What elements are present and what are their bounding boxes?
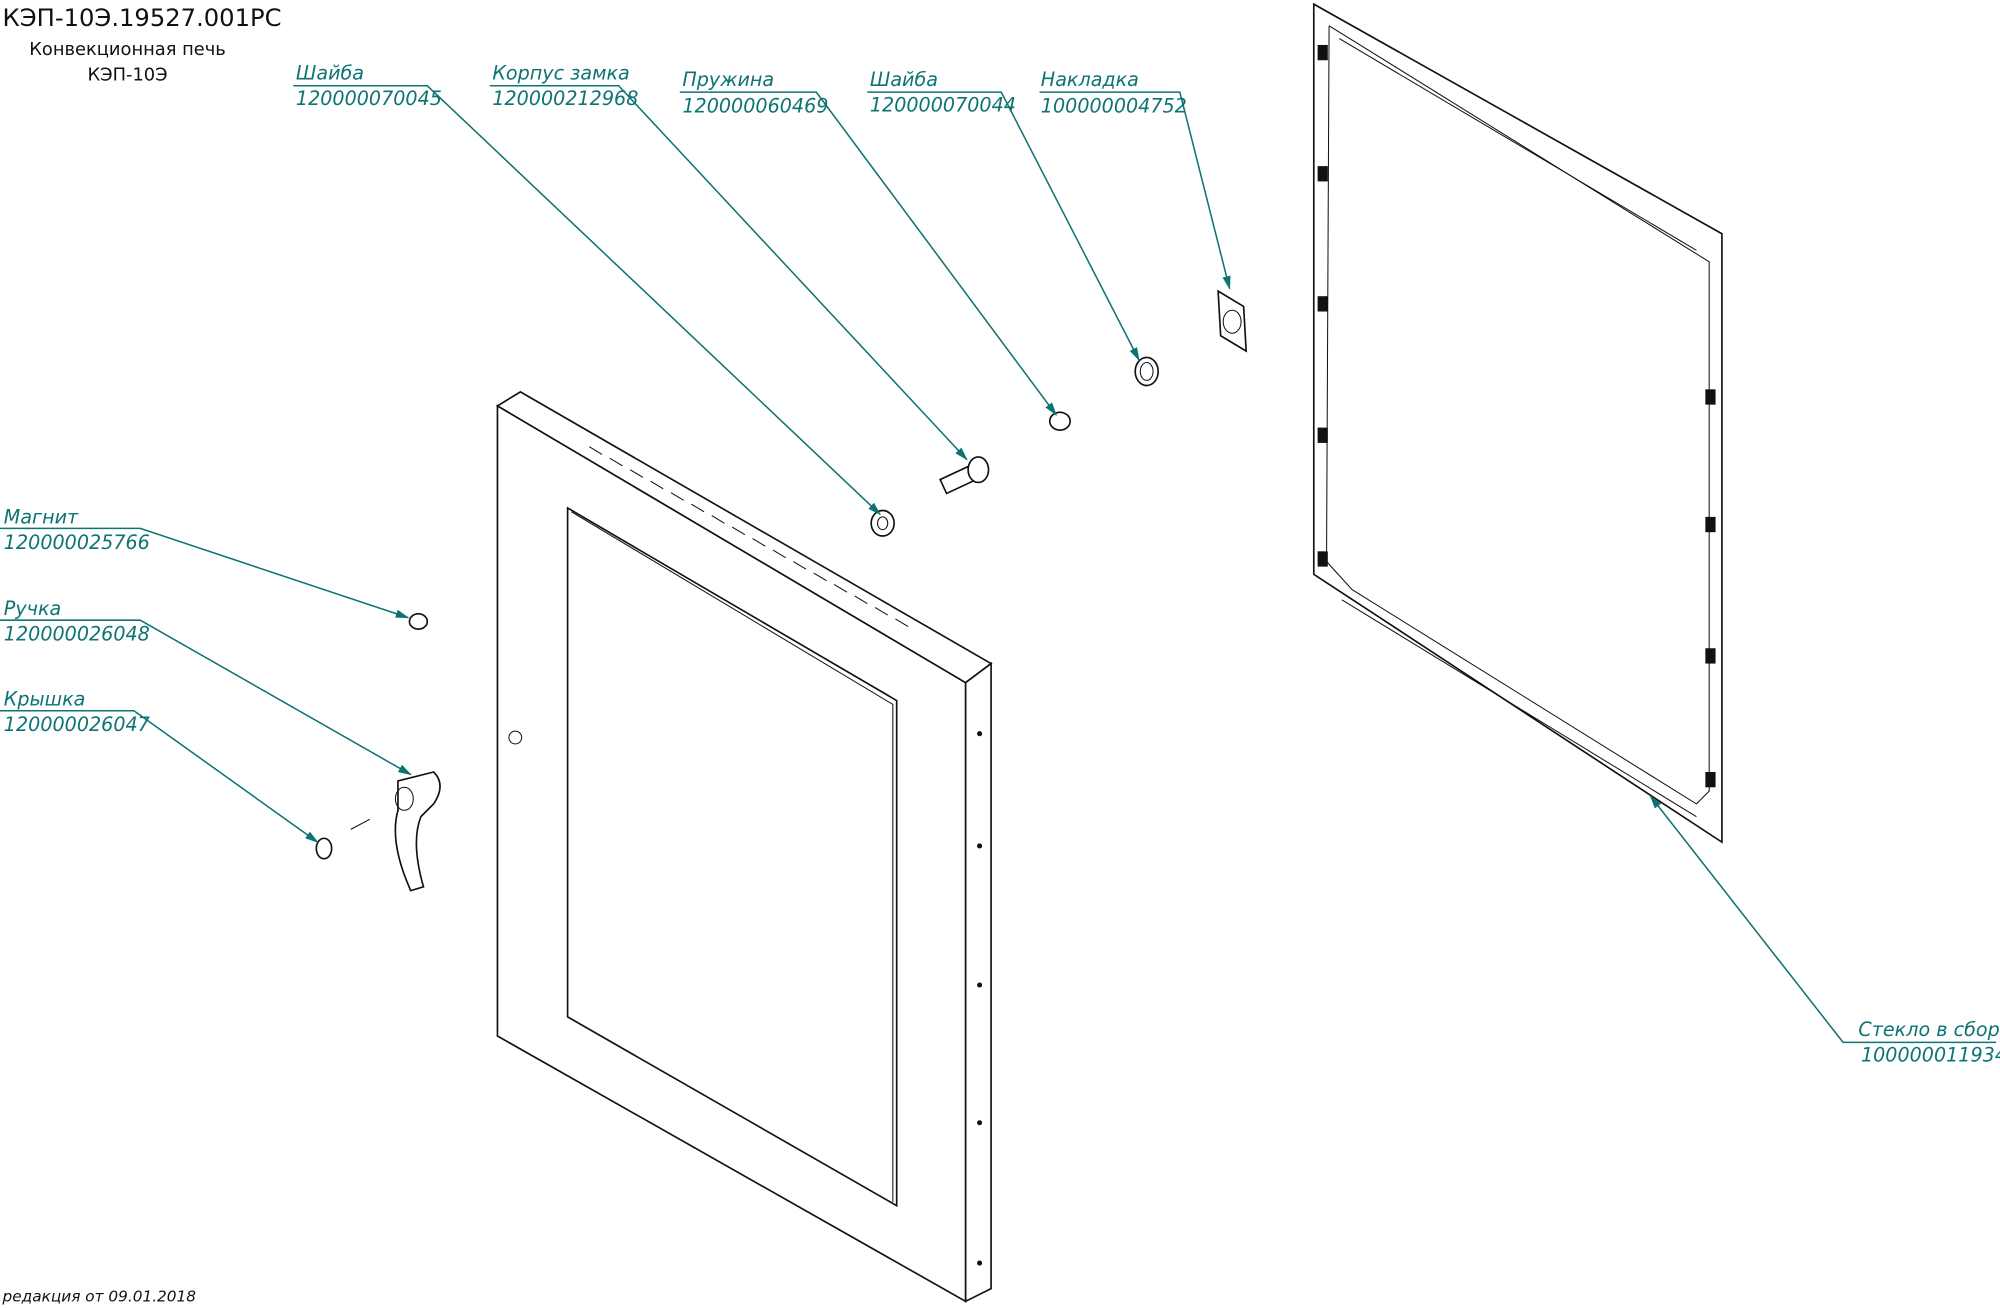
cap <box>315 818 371 860</box>
magnet <box>408 612 429 630</box>
svg-text:Шайба: Шайба <box>296 61 364 84</box>
svg-text:120000026048: 120000026048 <box>4 623 150 646</box>
callout-lock-body: Корпус замка 120000212968 <box>489 61 968 461</box>
svg-text:Ручка: Ручка <box>4 597 61 620</box>
callout-cap: Крышка 120000026047 <box>0 688 319 843</box>
callout-spring: Пружина 120000060469 <box>679 68 1057 416</box>
callout-cover-plate: Накладка 100000004752 <box>1039 68 1231 290</box>
callout-magnet: Магнит 120000025766 <box>0 505 410 619</box>
handle <box>394 771 441 892</box>
callout-handle: Ручка 120000026048 <box>0 597 412 776</box>
lock-body <box>939 456 990 495</box>
svg-text:Пружина: Пружина <box>682 68 774 91</box>
svg-text:Крышка: Крышка <box>4 688 86 711</box>
svg-text:120000060469: 120000060469 <box>682 95 828 118</box>
glass-assembly <box>1312 2 1723 844</box>
svg-text:120000070044: 120000070044 <box>870 93 1016 116</box>
svg-text:Стекло в сборе: Стекло в сборе <box>1858 1018 2000 1041</box>
svg-text:100000011934: 100000011934 <box>1861 1044 2000 1067</box>
svg-text:120000212968: 120000212968 <box>492 87 638 110</box>
callout-washer-2: Шайба 120000070044 <box>867 68 1140 362</box>
svg-text:Шайба: Шайба <box>870 68 938 91</box>
washer-large <box>870 509 895 537</box>
svg-text:Корпус замка: Корпус замка <box>492 61 629 84</box>
svg-text:Магнит: Магнит <box>4 505 79 528</box>
revision-note: редакция от 09.01.2018 <box>2 1287 197 1305</box>
product-model: КЭП-10Э <box>87 65 167 86</box>
callout-glass-assembly: Стекло в сборе 100000011934 <box>1649 795 2000 1067</box>
product-name: Конвекционная печь <box>29 39 226 60</box>
svg-text:100000004752: 100000004752 <box>1041 95 1187 118</box>
spring <box>1048 411 1071 431</box>
door-frame <box>495 390 993 1303</box>
callout-washer-1: Шайба 120000070045 <box>293 61 882 516</box>
svg-text:Накладка: Накладка <box>1041 68 1139 91</box>
document-code: КЭП-10Э.19527.001РС <box>3 4 282 32</box>
washer-small <box>1134 356 1159 387</box>
cover-plate <box>1217 289 1248 353</box>
svg-text:120000026047: 120000026047 <box>4 713 150 736</box>
svg-text:120000070045: 120000070045 <box>296 87 442 110</box>
svg-text:120000025766: 120000025766 <box>4 531 150 554</box>
